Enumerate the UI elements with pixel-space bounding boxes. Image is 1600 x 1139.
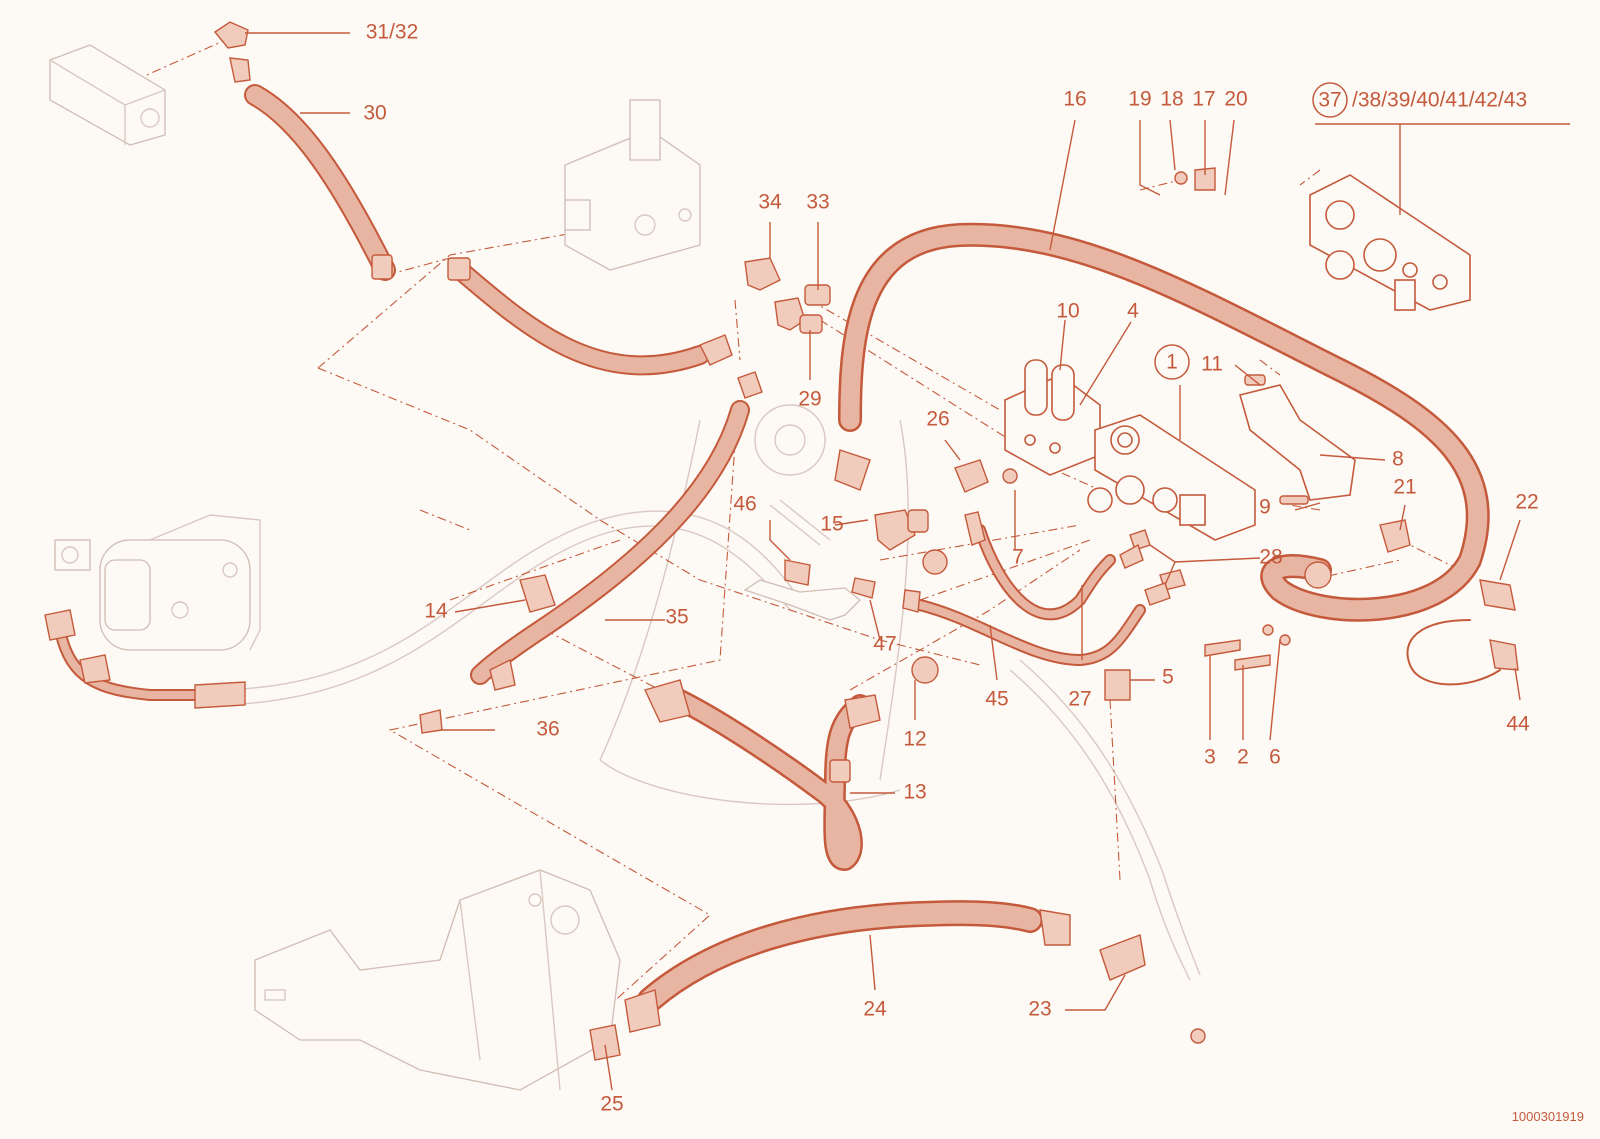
bracket-8 <box>1239 384 1356 501</box>
callout-10: 10 <box>1056 300 1079 323</box>
hose-45 <box>914 599 1146 666</box>
callout-27: 27 <box>1068 688 1091 711</box>
callout-16: 16 <box>1063 88 1086 111</box>
callout-36: 36 <box>536 718 559 741</box>
callout-20: 20 <box>1224 88 1247 111</box>
callout-12: 12 <box>903 728 926 751</box>
components <box>49 44 1471 1091</box>
callout-46: 46 <box>733 493 756 516</box>
callout-34: 34 <box>758 191 782 214</box>
callout-2: 2 <box>1237 746 1249 769</box>
callout-37: 37 <box>1318 89 1341 112</box>
valve-block-37 <box>1309 174 1471 311</box>
valve-block-1 <box>1087 414 1256 541</box>
callout-44: 44 <box>1506 713 1530 736</box>
callout-25: 25 <box>600 1093 623 1116</box>
callout-1: 1 <box>1166 351 1178 374</box>
callout-17: 17 <box>1192 88 1215 111</box>
callout-13: 13 <box>903 781 926 804</box>
callout-14: 14 <box>424 600 448 623</box>
hose-upper-mid <box>450 260 710 376</box>
callout-26: 26 <box>926 408 949 431</box>
callout-47: 47 <box>873 633 896 656</box>
callout-22: 22 <box>1515 491 1538 514</box>
callout-23: 23 <box>1028 998 1051 1021</box>
pump-connector <box>54 539 91 571</box>
hose-13 <box>669 689 871 871</box>
pump-ghost <box>99 514 261 651</box>
callout-18: 18 <box>1160 88 1183 111</box>
callout-31-32: 31/32 <box>366 21 419 44</box>
callout-37-circle <box>1312 82 1348 118</box>
hose-35 <box>470 400 750 685</box>
fittings <box>44 21 1519 1061</box>
callout-38-43: /38/39/40/41/42/43 <box>1352 89 1527 112</box>
hose-24 <box>637 900 1043 1013</box>
valve-block-10 <box>1004 359 1101 476</box>
callout-5: 5 <box>1162 666 1174 689</box>
callout-15: 15 <box>820 513 843 536</box>
callout-4: 4 <box>1127 300 1139 323</box>
callout-8: 8 <box>1392 448 1404 471</box>
callout-24: 24 <box>863 998 887 1021</box>
callout-7: 7 <box>1012 546 1024 569</box>
callout-30: 30 <box>363 102 386 125</box>
callout-35: 35 <box>665 606 688 629</box>
housing-bottom <box>254 869 621 1091</box>
hose-30 <box>244 84 396 281</box>
callout-11: 11 <box>1201 353 1223 376</box>
callout-9: 9 <box>1259 496 1271 519</box>
callout-6: 6 <box>1269 746 1281 769</box>
callout-29: 29 <box>798 388 821 411</box>
callout-19: 19 <box>1128 88 1151 111</box>
callout-21: 21 <box>1393 476 1416 499</box>
hose-16 <box>838 222 1490 622</box>
leader-lines <box>245 32 1570 1091</box>
callout-45: 45 <box>985 688 1008 711</box>
block-upper-left <box>49 44 166 146</box>
valve-top-middle <box>564 99 701 271</box>
hose-27 <box>974 524 1116 621</box>
callout-33: 33 <box>806 191 829 214</box>
hoses <box>54 84 1501 1013</box>
document-number: 1000301919 <box>1511 1109 1584 1124</box>
ghost-components <box>99 404 1201 981</box>
callout-1-circle <box>1154 344 1190 380</box>
callout-28: 28 <box>1259 546 1282 569</box>
callouts: 31/32 30 16 19 18 17 20 37 /38/39/40/41/… <box>363 21 1538 1116</box>
callout-3: 3 <box>1204 746 1216 769</box>
